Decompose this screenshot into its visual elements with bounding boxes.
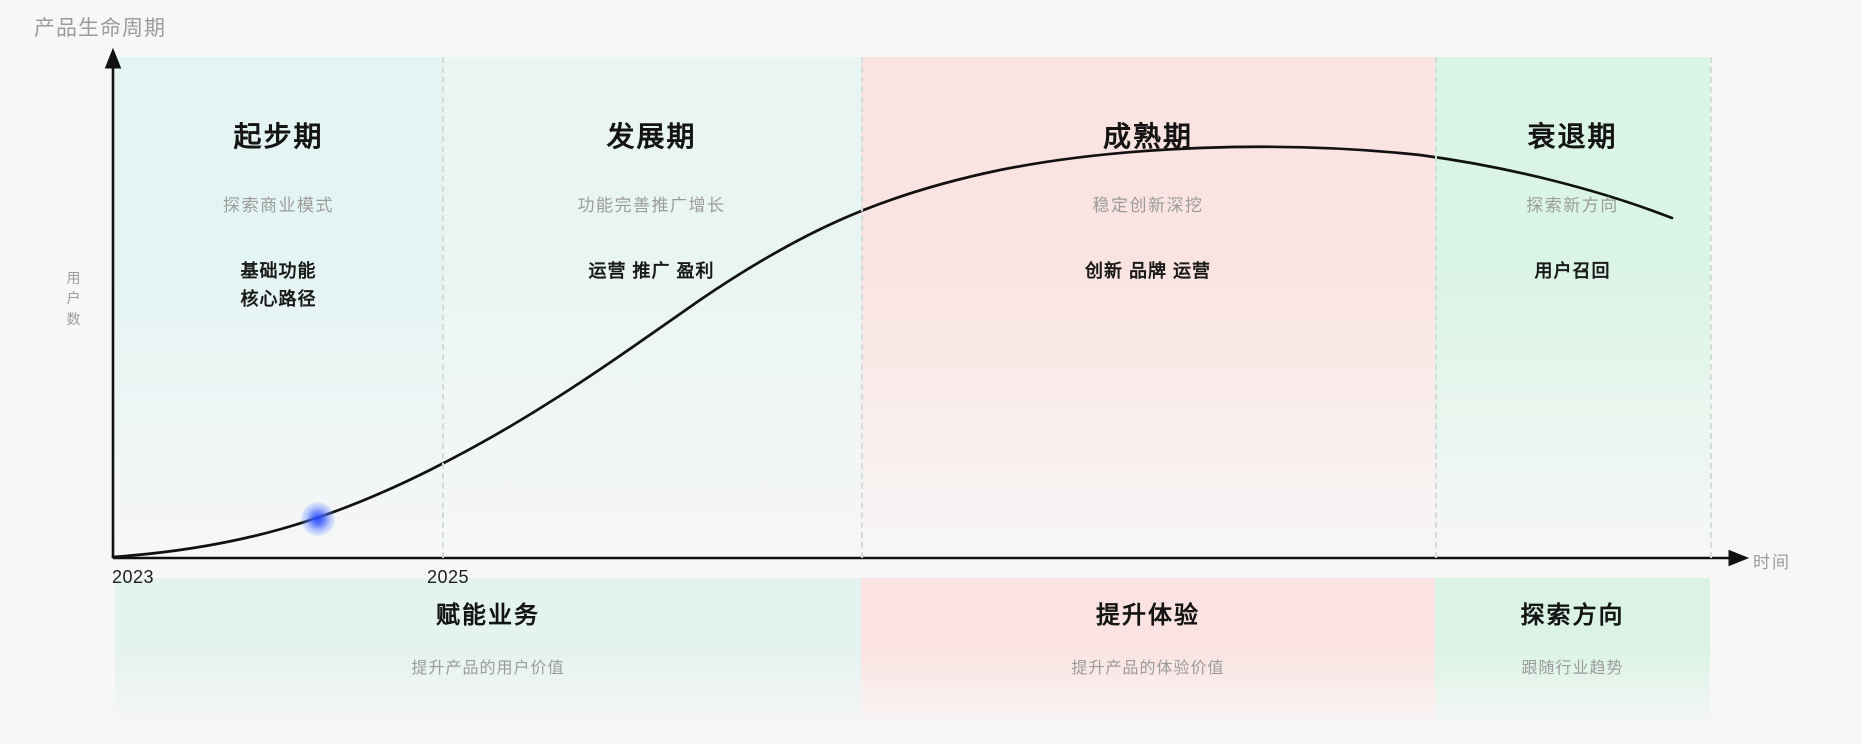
phase-band-3 (861, 57, 1435, 558)
x-axis-tick-2: 2025 (427, 567, 470, 587)
phase-divider-3 (1435, 57, 1437, 558)
y-axis-label: 用户数 (66, 270, 82, 327)
phase-band-4 (1435, 57, 1710, 558)
goal-band-2 (861, 578, 1435, 730)
phase-divider-4 (1710, 57, 1712, 558)
current-position-marker-dot[interactable] (301, 502, 335, 536)
x-axis-label: 时间 (1753, 553, 1791, 572)
phase-band-1 (115, 57, 442, 558)
page-title: 产品生命周期 (34, 17, 166, 40)
goal-band-3 (1435, 578, 1710, 730)
phase-band-2 (442, 57, 861, 558)
goal-band-1 (115, 578, 861, 730)
x-axis-tick-1: 2023 (112, 567, 155, 587)
phase-divider-1 (442, 57, 444, 558)
phase-divider-2 (861, 57, 863, 558)
